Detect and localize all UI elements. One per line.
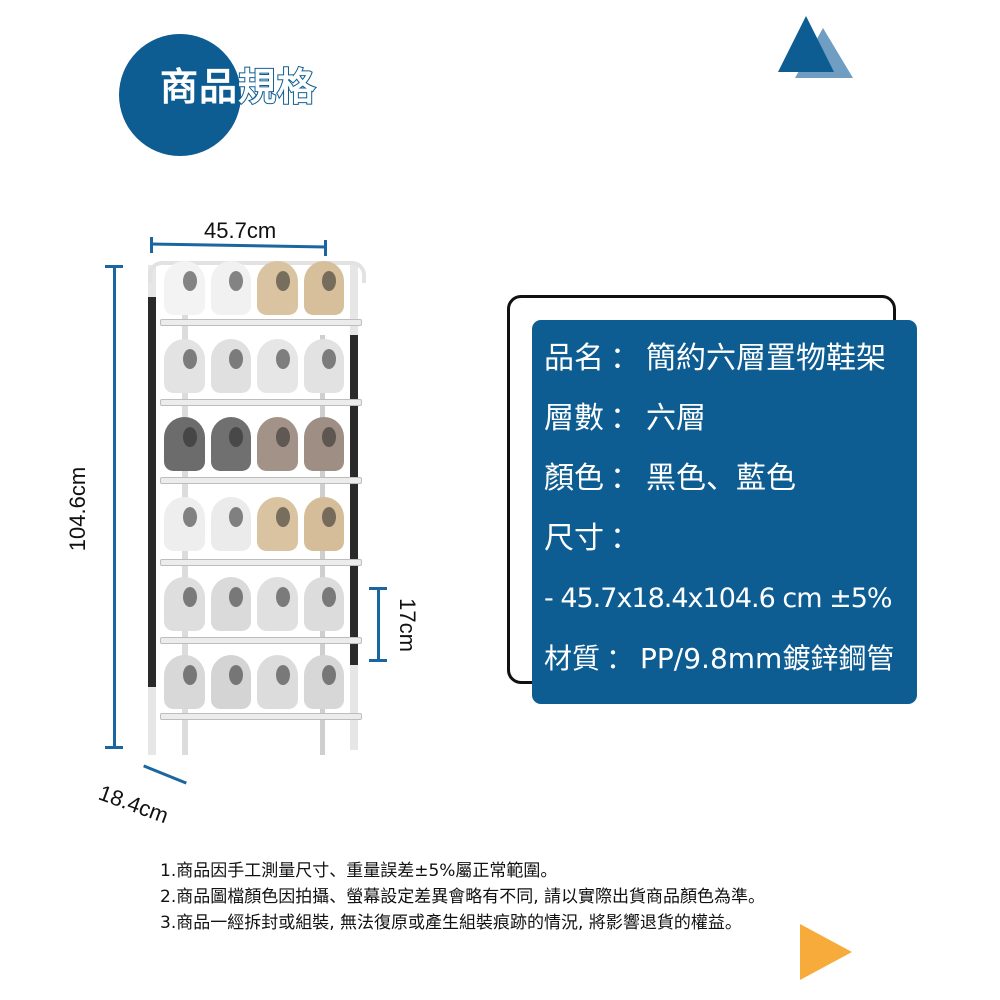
rack-shelf-2: [160, 399, 362, 406]
spec-row-name: 品名：簡約六層置物鞋架: [544, 339, 886, 379]
shoe-row-6: [164, 655, 344, 709]
spec-key: 尺寸: [544, 521, 604, 556]
rack-top-frame: [148, 261, 366, 283]
shoe-row-5: [164, 577, 344, 631]
rack-shelf-1: [160, 319, 362, 326]
width-dimension-cap-left: [150, 237, 153, 253]
rack-post-left-back: [148, 297, 156, 687]
width-dimension-cap-right: [324, 240, 327, 256]
spec-row-size-value: - 45.7x18.4x104.6 cm ±5%: [544, 579, 893, 619]
spec-sep: ：: [610, 521, 640, 556]
header-circle-badge: [119, 34, 241, 156]
spec-key: 顏色: [544, 461, 604, 496]
spec-row-color: 顏色：黑色、藍色: [544, 459, 796, 499]
shoe-row-1: [164, 261, 344, 315]
spec-sep: ：: [610, 401, 640, 436]
height-dimension-cap-top: [105, 265, 123, 268]
rack-post-bottom-right: [350, 665, 358, 750]
depth-dimension-line: [143, 764, 187, 785]
rack-post-right-back: [350, 335, 358, 665]
height-dimension-label: 104.6cm: [65, 466, 91, 552]
shoe-rack-image: [142, 255, 368, 765]
rack-post-bottom-left: [148, 687, 156, 755]
disclaimer-notes: 1.商品因手工測量尺寸、重量誤差±5%屬正常範圍。 2.商品圖檔顏色因拍攝、螢幕…: [160, 858, 765, 936]
spec-row-material: 材質：PP/9.8mm鍍鋅鋼管: [544, 639, 894, 679]
note-3: 3.商品一經拆封或組裝, 無法復原或產生組裝痕跡的情況, 將影響退貨的權益。: [160, 913, 742, 933]
spec-value: 簡約六層置物鞋架: [646, 341, 886, 376]
rack-shelf-5: [160, 637, 362, 644]
shoe-row-3: [164, 417, 344, 471]
spec-row-tiers: 層數：六層: [544, 399, 706, 439]
spec-value: 六層: [646, 401, 706, 436]
rack-shelf-6: [160, 713, 362, 720]
tier-dimension-label: 17cm: [394, 598, 420, 652]
depth-dimension-label: 18.4cm: [95, 780, 172, 829]
width-dimension-label: 45.7cm: [204, 218, 277, 243]
spec-key: 層數: [544, 401, 604, 436]
spec-sep: ：: [606, 642, 635, 675]
tier-dimension-cap-top: [369, 587, 387, 590]
play-triangle-icon: [800, 924, 852, 980]
triangle-decoration-dark-icon: [778, 16, 834, 72]
rack-shelf-4: [160, 559, 362, 566]
spec-key: 品名: [544, 341, 604, 376]
rack-post-top-right: [350, 265, 358, 335]
note-1: 1.商品因手工測量尺寸、重量誤差±5%屬正常範圍。: [160, 861, 558, 881]
page-title: 商品規格: [159, 64, 317, 110]
shoe-row-2: [164, 339, 344, 393]
note-2: 2.商品圖檔顏色因拍攝、螢幕設定差異會略有不同, 請以實際出貨商品顏色為準。: [160, 887, 766, 907]
spec-row-size: 尺寸：: [544, 519, 646, 559]
tier-dimension-cap-bottom: [369, 659, 387, 662]
spec-card: 品名：簡約六層置物鞋架 層數：六層 顏色：黑色、藍色 尺寸： - 45.7x18…: [532, 320, 917, 704]
height-dimension-cap-bottom: [105, 746, 123, 749]
spec-key: 材質: [544, 642, 601, 675]
rack-shelf-3: [160, 477, 362, 484]
spec-sep: ：: [610, 341, 640, 376]
height-dimension-line: [113, 266, 116, 748]
tier-dimension-line: [377, 588, 380, 662]
spec-value: - 45.7x18.4x104.6 cm ±5%: [544, 583, 893, 614]
spec-sep: ：: [610, 461, 640, 496]
spec-value: PP/9.8mm鍍鋅鋼管: [640, 642, 895, 675]
spec-value: 黑色、藍色: [646, 461, 796, 496]
shoe-row-4: [164, 497, 344, 551]
